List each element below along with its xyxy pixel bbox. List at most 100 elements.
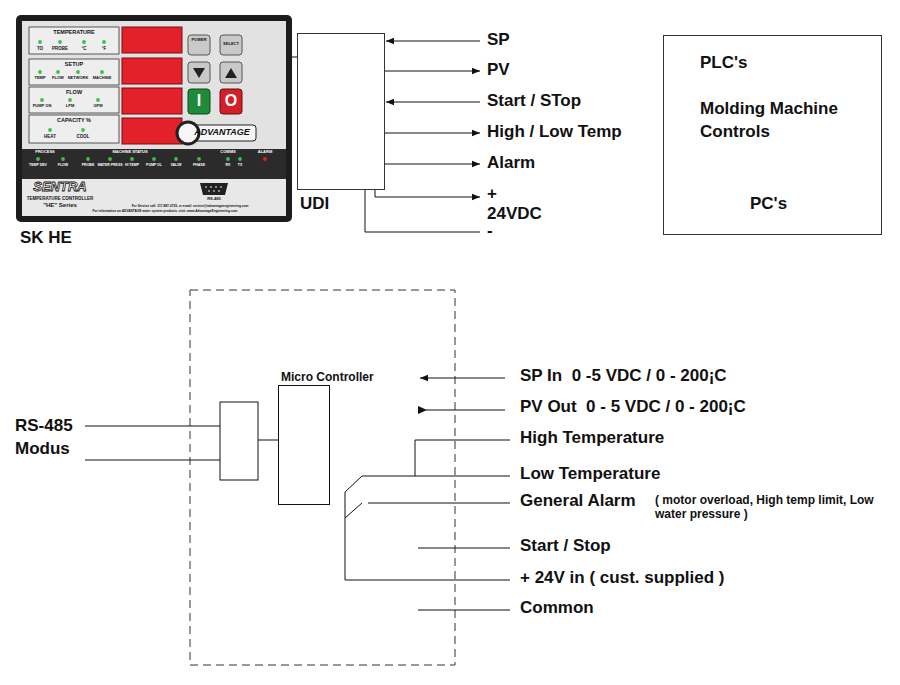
host-box: PLC'sMolding Machine ControlsPC's	[663, 35, 882, 235]
signal-wire	[345, 503, 362, 518]
panel-legend: FLOW	[52, 76, 64, 81]
signal-wire	[386, 102, 480, 103]
signal-wire	[85, 426, 220, 427]
node-label: SK HE	[20, 227, 72, 250]
signal-name: Common	[520, 598, 594, 618]
status-led	[130, 157, 134, 161]
panel-legend: °C	[81, 46, 86, 51]
signal-name: -	[487, 221, 493, 241]
panel-legend: LPM	[66, 104, 74, 109]
panel-legend: TEMPERATURE	[53, 29, 94, 35]
node-label: Molding Machine Controls	[700, 98, 870, 144]
status-led	[263, 157, 267, 161]
controller-panel	[122, 118, 182, 144]
controller-panel	[29, 59, 119, 85]
node-label: PLC's	[700, 52, 748, 75]
panel-legend: RS-485	[207, 197, 221, 202]
panel-legend: GPM	[93, 104, 102, 109]
node-label: PC's	[750, 193, 787, 216]
panel-legend: TEMP	[34, 76, 45, 81]
panel-legend: SETUP	[65, 61, 83, 67]
controller-panel	[188, 89, 210, 114]
controller-panel	[220, 35, 242, 55]
status-led	[238, 157, 242, 161]
controller-panel	[220, 89, 242, 114]
signal-wire	[418, 548, 510, 549]
panel-legend: CAPACITY %	[57, 117, 91, 123]
status-led	[100, 70, 104, 74]
status-led	[61, 157, 65, 161]
panel-legend: TEMP DEV	[29, 163, 47, 167]
signal-name: Low Temperature	[520, 464, 660, 484]
signal-wire	[85, 460, 220, 461]
panel-legend: HI TEMP	[125, 163, 139, 167]
status-led	[76, 70, 80, 74]
controller-panel	[200, 183, 228, 195]
micro-controller-box: Micro Controller	[278, 385, 330, 505]
status-led	[86, 157, 90, 161]
panel-legend: TEMPERATURE CONTROLLER	[27, 196, 93, 201]
status-led	[220, 186, 222, 188]
controller-panel	[193, 68, 205, 78]
signal-wire	[345, 476, 362, 492]
status-led	[36, 157, 40, 161]
panel-legend: For information on ADVANTAGE water syste…	[93, 210, 238, 214]
status-led	[68, 98, 72, 102]
signal-name: RS-485 Modus	[15, 415, 95, 461]
status-led	[210, 186, 212, 188]
signal-wire	[375, 190, 480, 197]
panel-legend: MACHINE STATUS	[112, 150, 147, 155]
signal-wire	[385, 71, 480, 72]
signal-name: PV	[487, 60, 510, 80]
signal-wire	[365, 190, 480, 232]
status-led	[36, 40, 267, 192]
status-led	[82, 40, 86, 44]
status-led	[48, 128, 52, 132]
panel-legend: FLOW	[66, 89, 82, 95]
signal-wire	[386, 41, 480, 42]
controller-panel	[190, 125, 256, 141]
panel-legend: WATER PRESS	[97, 163, 122, 167]
controller-panel	[220, 62, 242, 83]
signal-wire	[418, 610, 510, 611]
signal-name: General Alarm	[520, 491, 636, 511]
status-led	[208, 190, 210, 192]
controller-panel	[188, 62, 210, 83]
panel-legend: HEAT	[44, 134, 56, 139]
signal-wire	[426, 410, 505, 411]
controller-panel	[29, 87, 119, 113]
panel-legend: VALVE	[170, 163, 181, 167]
dashed-housing	[190, 290, 455, 665]
signal-wire	[362, 476, 510, 477]
controller-panel	[16, 15, 292, 222]
node-label: UDI	[300, 193, 329, 216]
panel-legend: PROBE	[82, 163, 94, 167]
signal-name: SP In 0 -5 VDC / 0 - 200¡C	[520, 366, 727, 386]
status-led	[96, 98, 100, 102]
signal-name: Start / Stop	[520, 536, 611, 556]
panel-legend: I	[197, 92, 201, 110]
status-led	[56, 70, 60, 74]
controller-panel	[16, 15, 292, 222]
controller-panel	[188, 35, 210, 55]
controller-panel	[22, 179, 286, 216]
panel-legend: PROBE	[52, 46, 68, 51]
controller-panel	[122, 88, 182, 114]
status-led	[102, 40, 106, 44]
controller-panel	[225, 68, 237, 78]
signal-wire	[415, 440, 510, 476]
signal-wire	[420, 378, 505, 379]
signal-name: + 24V in ( cust. supplied )	[520, 568, 725, 588]
status-led	[38, 40, 42, 44]
signal-name: SP	[487, 30, 510, 50]
panel-legend: MACHINE	[93, 76, 112, 81]
panel-legend: FLOW	[58, 163, 68, 167]
panel-legend: NETWORK	[68, 76, 89, 81]
node-label: Micro Controller	[281, 369, 374, 385]
signal-name: High Temperature	[520, 428, 664, 448]
controller-panel	[122, 27, 182, 53]
status-led	[58, 40, 62, 44]
dashed-housing	[190, 290, 455, 665]
status-led	[81, 128, 85, 132]
controller-panel	[29, 115, 119, 143]
